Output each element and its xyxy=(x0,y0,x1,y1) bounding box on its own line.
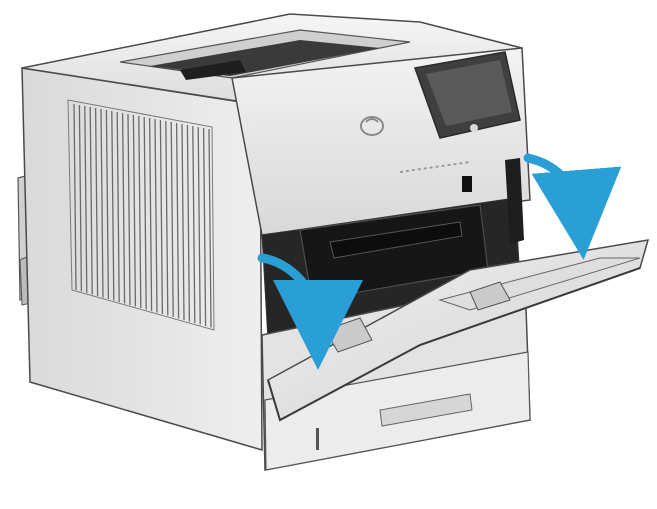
vent-slat xyxy=(175,122,180,319)
vent-slat xyxy=(105,109,110,300)
vent-slat xyxy=(121,112,126,304)
vent-slat xyxy=(143,116,147,310)
tray-front-edge xyxy=(267,267,641,422)
vent-slat xyxy=(148,117,153,312)
vent-slat xyxy=(192,125,196,324)
vent-slat xyxy=(208,128,212,328)
vent-slat xyxy=(154,118,158,313)
vent-slat xyxy=(73,103,77,291)
vent-slat xyxy=(159,119,164,315)
printer-side-panel xyxy=(21,67,263,452)
tray-handle xyxy=(379,393,473,427)
door-release-button xyxy=(462,176,472,192)
side-vent-frame xyxy=(67,99,215,331)
paper-width-guide-right xyxy=(469,281,511,311)
vent-slat xyxy=(84,105,88,294)
arrow-open-front-door xyxy=(257,253,363,370)
vent-slat xyxy=(116,111,120,303)
vent-slat xyxy=(202,127,207,327)
vent-slat xyxy=(170,121,174,318)
wireless-logo-icon xyxy=(360,116,384,136)
door-latch xyxy=(505,158,524,244)
paper-level-indicator xyxy=(316,428,319,450)
vent-slat xyxy=(127,113,131,306)
vent-slat xyxy=(186,124,191,322)
vent-slat xyxy=(181,123,185,321)
vent-slat xyxy=(197,126,201,325)
vent-slat xyxy=(94,107,99,297)
toner-cartridge-handle xyxy=(329,221,463,259)
home-button-icon xyxy=(470,124,478,132)
touchscreen-display xyxy=(426,60,512,126)
vent-slat xyxy=(89,106,93,295)
vent-slat xyxy=(111,110,115,301)
output-bin-rollers xyxy=(180,60,246,80)
vent-slat xyxy=(100,108,104,298)
vent-slat xyxy=(132,114,137,307)
vent-slat xyxy=(78,104,83,292)
side-vent-grille xyxy=(73,103,212,328)
vent-slat xyxy=(165,120,169,316)
arrow-open-multipurpose-tray xyxy=(523,153,622,260)
vent-slat xyxy=(138,115,142,309)
